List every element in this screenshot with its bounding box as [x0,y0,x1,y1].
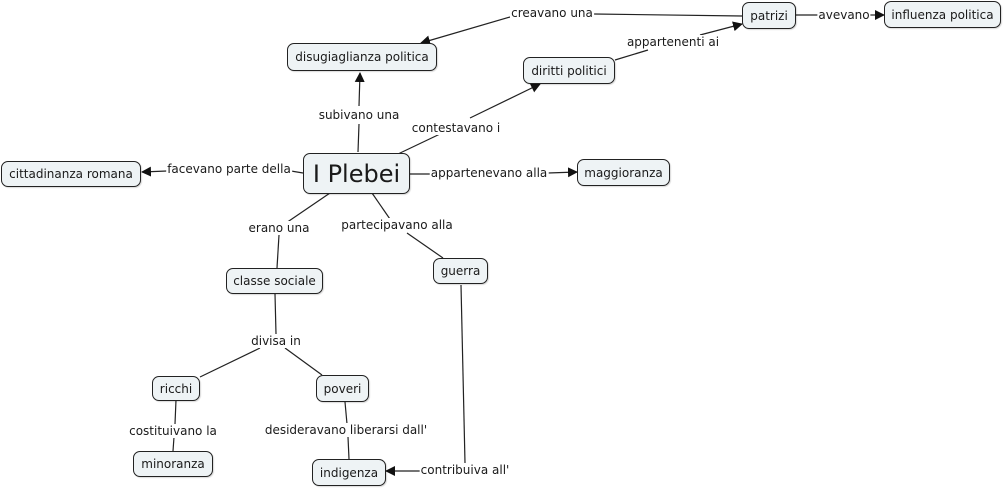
link-avevano[interactable]: avevano [817,8,871,22]
link-costituivano-la[interactable]: costituivano la [128,424,218,438]
connector-partecipavano-guerra [406,232,444,259]
link-partecipavano-alla[interactable]: partecipavano alla [340,218,454,232]
concept-poveri[interactable]: poveri [316,375,369,402]
connector-creavano-disuguaglianza [420,16,511,46]
link-erano-una[interactable]: erano una [247,221,311,235]
connector-plebei-subivano [357,123,360,153]
connector-facevano-cittadinanza [141,166,168,177]
connector-plebei-erano [285,192,331,224]
link-subivano-una[interactable]: subivano una [317,108,401,122]
connector-patrizi-creavano [593,13,743,17]
connector-divisa-ricchi [199,347,261,378]
concept-minoranza[interactable]: minoranza [133,451,213,477]
link-desideravano-liberarsi[interactable]: desideravano liberarsi dall' [263,423,429,437]
connector-diritti-appartenenti [614,49,649,61]
concept-patrizi[interactable]: patrizi [742,2,796,29]
concept-ricchi[interactable]: ricchi [152,376,200,401]
concept-diritti-politici[interactable]: diritti politici [523,57,615,84]
connector-plebei-contestavano [397,133,441,155]
connector-plebei-partecipavano [371,192,393,223]
connector-guerra-contribuiva [460,284,466,464]
concept-i-plebei[interactable]: I Plebei [303,153,410,194]
connector-ricchi-costituivano [174,399,177,425]
connector-costituivano-minoranza [172,436,175,452]
connector-poveri-desideravano [344,401,348,425]
concept-indigenza[interactable]: indigenza [312,459,386,486]
connector-erano-classe [276,234,280,269]
connector-appartenenti-patrizi [699,21,743,36]
connector-plebei-facevano [290,170,304,174]
connector-divisa-poveri [284,347,323,376]
concept-disuguaglianza-politica[interactable]: disugiaglianza politica [287,43,437,71]
link-appartenevano-alla[interactable]: appartenevano alla [429,166,549,180]
connector-desideravano-indigenza [347,436,350,460]
concept-influenza-politica[interactable]: influenza politica [884,1,1001,28]
connector-classe-divisa [274,293,277,335]
link-contribuiva-all[interactable]: contribuiva all' [419,463,511,477]
link-creavano-una[interactable]: creavano una [510,6,594,20]
link-appartenenti-ai[interactable]: appartenenti ai [625,35,721,49]
concept-cittadinanza-romana[interactable]: cittadinanza romana [1,161,141,187]
concept-guerra[interactable]: guerra [433,258,488,284]
connector-contestavano-diritti [469,83,541,119]
concept-classe-sociale[interactable]: classe sociale [226,268,323,294]
connector-appartenevano-maggioranza [547,167,578,178]
link-facevano-parte-della[interactable]: facevano parte della [166,162,292,176]
concept-maggioranza[interactable]: maggioranza [577,159,670,186]
connector-subivano-disuguaglianza [354,72,365,107]
link-divisa-in[interactable]: divisa in [250,334,302,348]
link-contestavano-i[interactable]: contestavano i [410,121,502,135]
